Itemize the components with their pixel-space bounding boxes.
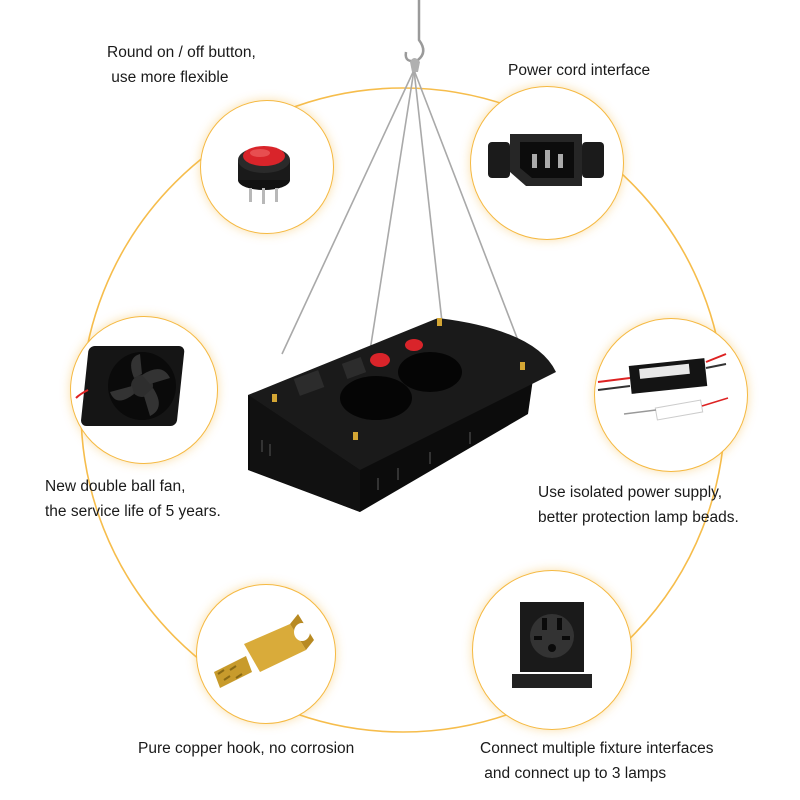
power-cord-feature-label: Power cord interface <box>508 62 651 79</box>
rocker-switch-icon <box>238 146 290 204</box>
power-supply-icon <box>597 353 729 421</box>
hook-feature-label: Pure copper hook, no corrosion <box>138 740 355 757</box>
switch-feature-circle <box>200 100 334 234</box>
top-hook <box>404 0 425 63</box>
power-supply-feature-label: Use isolated power supply,better protect… <box>538 484 739 526</box>
cooling-fan-icon <box>75 346 185 426</box>
universal-socket-icon <box>512 602 592 688</box>
socket-feature-label: Connect multiple fixture interfaces and … <box>480 740 714 782</box>
fan-feature-label: New double ball fan,the service life of … <box>45 478 221 520</box>
iec-socket-icon <box>488 134 604 186</box>
power-supply-feature-circle <box>594 318 748 472</box>
copper-hook-icon <box>214 614 314 688</box>
switch-feature-label: Round on / off button, use more flexible <box>107 44 256 86</box>
